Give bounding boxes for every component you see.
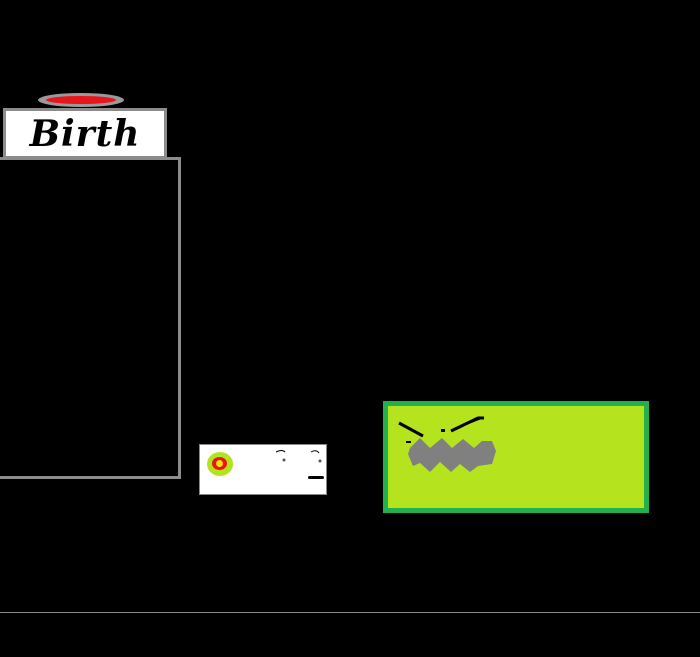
mouth-dash	[308, 476, 324, 479]
angry-face-icon	[398, 416, 496, 472]
birth-chamber	[0, 157, 181, 479]
birth-sign: Birth	[3, 108, 167, 159]
small-creature-card[interactable]	[199, 444, 327, 495]
floor-line	[0, 612, 700, 613]
halo-red-core	[46, 96, 116, 104]
angry-monster-block[interactable]	[383, 401, 649, 513]
flower-center	[216, 460, 223, 467]
face-features-icon	[275, 450, 322, 463]
